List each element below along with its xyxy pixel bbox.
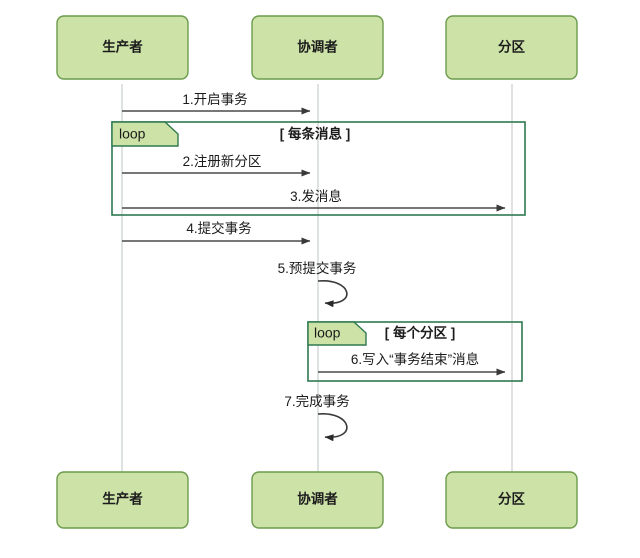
loop-frame-1-tab-label: loop: [119, 126, 146, 142]
loop-frame-1-box: [111, 121, 526, 216]
message-4-label: 4.提交事务: [186, 220, 251, 236]
message-6-label: 6.写入“事务结束”消息: [351, 351, 479, 367]
actor-label-partition-top: 分区: [498, 40, 526, 55]
message-3-label: 3.发消息: [290, 188, 342, 204]
actor-label-coordinator-bottom: 协调者: [297, 491, 338, 507]
loop-frame-1-tab: [111, 121, 179, 147]
message-4[interactable]: 4.提交事务: [122, 220, 311, 245]
message-5-label: 5.预提交事务: [278, 260, 357, 276]
loop-frame-every-message[interactable]: loop [ 每条消息 ]: [111, 121, 526, 216]
actor-header-coordinator[interactable]: 协调者: [251, 15, 384, 80]
message-7-label: 7.完成事务: [284, 394, 349, 409]
lifelines: [121, 84, 513, 474]
loop-frame-2-tab-label: loop: [314, 325, 341, 341]
message-2[interactable]: 2.注册新分区: [122, 154, 311, 177]
actor-label-partition-bottom: 分区: [498, 492, 526, 507]
actor-label-coordinator-top: 协调者: [297, 39, 338, 55]
actor-box-coordinator-top[interactable]: [251, 15, 384, 80]
actor-label-producer-top: 生产者: [102, 39, 143, 55]
actor-box-coordinator-bottom[interactable]: [251, 471, 384, 529]
loop-frame-2-box: [307, 321, 523, 382]
actor-footer-partition[interactable]: 分区: [445, 471, 578, 529]
message-7[interactable]: 7.完成事务: [284, 394, 350, 442]
message-6[interactable]: 6.写入“事务结束”消息: [318, 351, 506, 376]
message-5-self-arrow: [317, 280, 348, 308]
actor-box-partition-top[interactable]: [445, 15, 578, 80]
message-1[interactable]: 1.开启事务: [122, 92, 311, 115]
actor-header-partition[interactable]: 分区: [445, 15, 578, 80]
loop-frame-1-condition: [ 每条消息 ]: [280, 126, 351, 142]
actor-label-producer-bottom: 生产者: [102, 491, 143, 507]
actor-box-partition-bottom[interactable]: [445, 471, 578, 529]
actor-footer-coordinator[interactable]: 协调者: [251, 471, 384, 529]
message-2-label: 2.注册新分区: [183, 154, 262, 169]
actor-header-producer[interactable]: 生产者: [56, 15, 189, 80]
actor-box-producer-bottom[interactable]: [56, 471, 189, 529]
message-3[interactable]: 3.发消息: [122, 188, 506, 212]
loop-frame-2-condition: [ 每个分区 ]: [385, 325, 456, 341]
message-1-label: 1.开启事务: [182, 92, 247, 107]
actor-footer-producer[interactable]: 生产者: [56, 471, 189, 529]
loop-frame-2-tab: [307, 321, 367, 346]
message-5[interactable]: 5.预提交事务: [278, 260, 357, 308]
message-7-self-arrow: [317, 413, 348, 442]
actor-box-producer-top[interactable]: [56, 15, 189, 80]
loop-frame-every-partition[interactable]: loop [ 每个分区 ]: [307, 321, 523, 382]
